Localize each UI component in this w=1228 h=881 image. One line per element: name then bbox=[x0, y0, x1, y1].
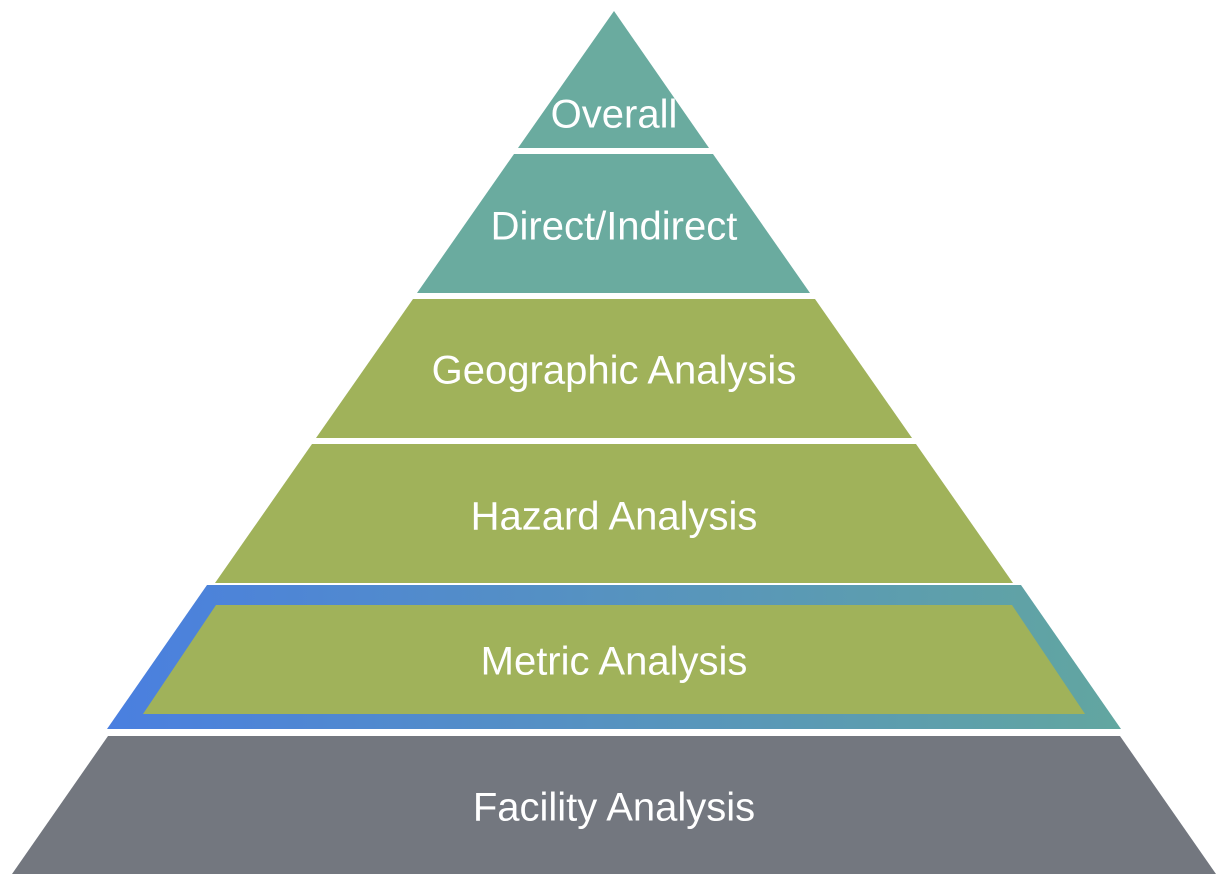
tier-metric-analysis-shape bbox=[143, 605, 1085, 714]
tier-direct-indirect-label: Direct/Indirect bbox=[491, 205, 738, 249]
tier-direct-indirect-shape bbox=[417, 154, 810, 293]
tier-hazard-analysis-label: Hazard Analysis bbox=[471, 495, 758, 539]
tier-overall-shape bbox=[518, 11, 709, 148]
tier-geographic-analysis-label: Geographic Analysis bbox=[432, 349, 797, 393]
tier-geographic-analysis: Geographic Analysis bbox=[316, 299, 912, 438]
tier-facility-analysis-label: Facility Analysis bbox=[473, 786, 755, 830]
tier-geographic-analysis-shape bbox=[316, 299, 912, 438]
tier-hazard-analysis-shape bbox=[215, 444, 1013, 583]
tier-metric-analysis-label: Metric Analysis bbox=[481, 640, 748, 684]
tier-hazard-analysis: Hazard Analysis bbox=[215, 444, 1013, 583]
tier-overall-label: Overall bbox=[551, 93, 678, 137]
tier-overall: Overall bbox=[518, 11, 709, 148]
tier-direct-indirect: Direct/Indirect bbox=[417, 154, 810, 293]
tier-facility-analysis-shape bbox=[12, 736, 1216, 874]
tier-metric-analysis: Metric Analysis bbox=[107, 585, 1121, 729]
tier-facility-analysis: Facility Analysis bbox=[12, 736, 1216, 874]
